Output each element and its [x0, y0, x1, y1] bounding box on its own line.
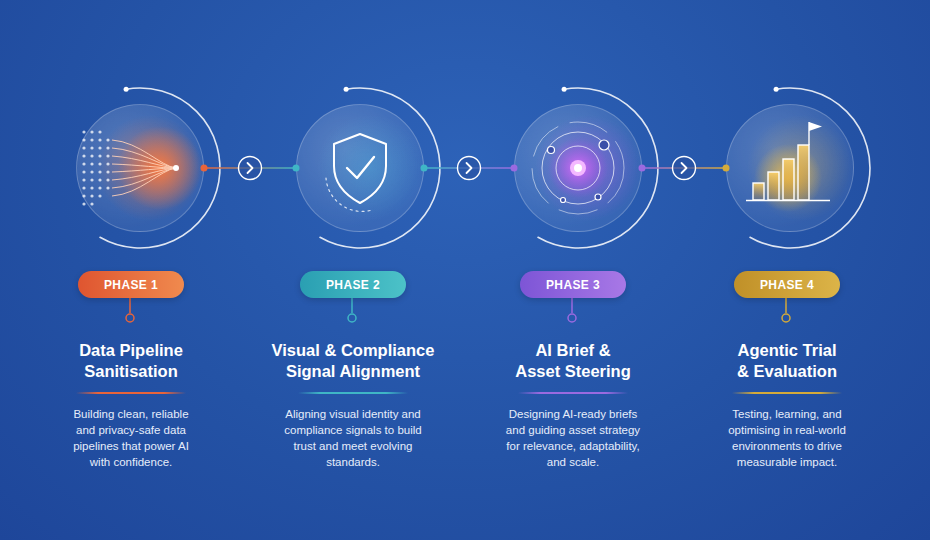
- connector-dot: [639, 165, 646, 172]
- flow-connector: [639, 157, 730, 180]
- arc-dot: [774, 87, 779, 92]
- phase-description: Testing, learning, and optimising in rea…: [717, 406, 857, 470]
- stem-dot: [568, 314, 576, 322]
- phase-description: Building clean, reliable and privacy-saf…: [69, 406, 193, 470]
- connector-dot: [201, 165, 208, 172]
- arc-dot: [562, 87, 567, 92]
- stem-dot: [348, 314, 356, 322]
- connector-dot: [723, 165, 730, 172]
- phase-pill: PHASE 1: [78, 271, 184, 298]
- stem-line: [351, 298, 353, 313]
- phase-circle: PHASE 2Visual & Compliance Signal Alignm…: [296, 104, 424, 232]
- phase-description: Designing AI-ready briefs and guiding as…: [499, 406, 647, 470]
- connector-dot: [421, 165, 428, 172]
- chevron-ring: [239, 157, 262, 180]
- chevron-head: [467, 163, 472, 173]
- heading-underline: [298, 392, 408, 394]
- heading-underline: [76, 392, 186, 394]
- chevron-ring: [673, 157, 696, 180]
- connector-dot: [293, 165, 300, 172]
- chevron-ring: [458, 157, 481, 180]
- arc-dot: [124, 87, 129, 92]
- phase-description: Aligning visual identity and compliance …: [273, 406, 433, 470]
- heading-underline: [732, 392, 842, 394]
- flow-connector: [201, 157, 300, 180]
- heading-underline: [518, 392, 628, 394]
- phase-heading: Data Pipeline Sanitisation: [36, 340, 226, 382]
- stem-line: [785, 298, 787, 313]
- stem-dot: [126, 314, 134, 322]
- stem-line: [129, 298, 131, 313]
- connector-dot: [511, 165, 518, 172]
- phase-heading: Agentic Trial & Evaluation: [692, 340, 882, 382]
- phase-pill: PHASE 2: [300, 271, 406, 298]
- stem-line: [571, 298, 573, 313]
- chevron-head: [682, 163, 687, 173]
- chevron-head: [248, 163, 253, 173]
- phase-heading: AI Brief & Asset Steering: [478, 340, 668, 382]
- phase-heading: Visual & Compliance Signal Alignment: [258, 340, 448, 382]
- stem-dot: [782, 314, 790, 322]
- phase-pill: PHASE 3: [520, 271, 626, 298]
- flow-connector: [421, 157, 518, 180]
- arc-dot: [344, 87, 349, 92]
- phase-pill: PHASE 4: [734, 271, 840, 298]
